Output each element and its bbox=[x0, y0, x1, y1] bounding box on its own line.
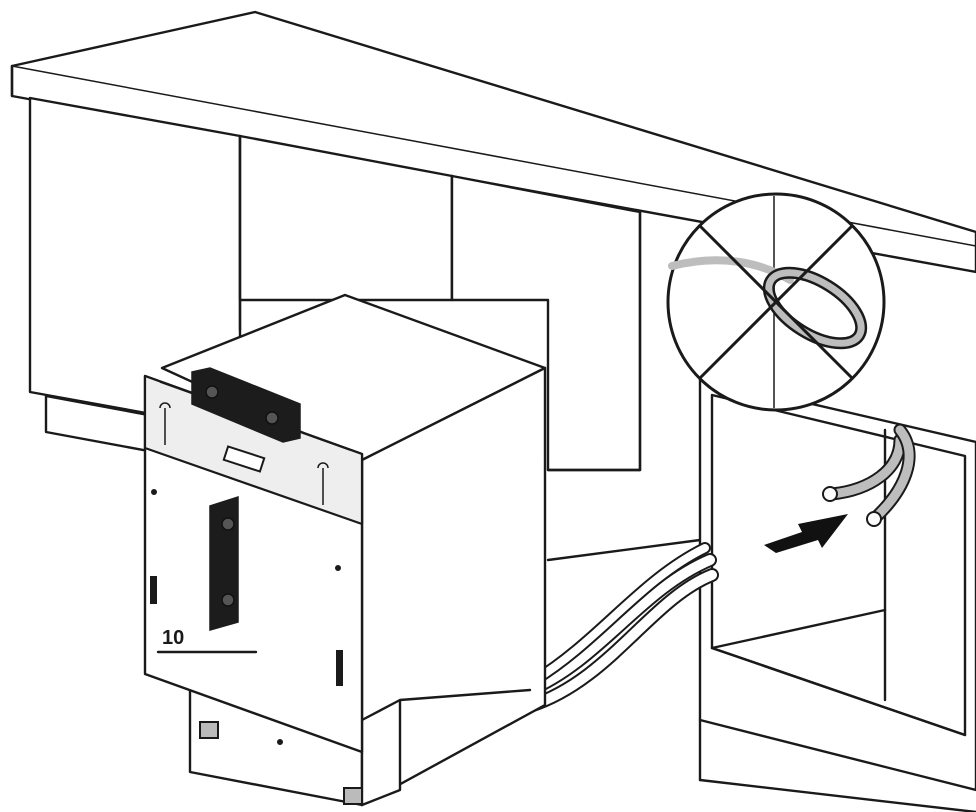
dishwasher bbox=[143, 293, 547, 807]
hose-connections bbox=[822, 423, 916, 527]
prohibited-cross-icon bbox=[666, 192, 886, 412]
sink-cabinet bbox=[698, 376, 976, 812]
hoses bbox=[523, 542, 719, 713]
part-number-label: 10 bbox=[162, 627, 185, 649]
base-cabinets bbox=[28, 96, 702, 562]
arrow-right-icon bbox=[764, 514, 848, 553]
